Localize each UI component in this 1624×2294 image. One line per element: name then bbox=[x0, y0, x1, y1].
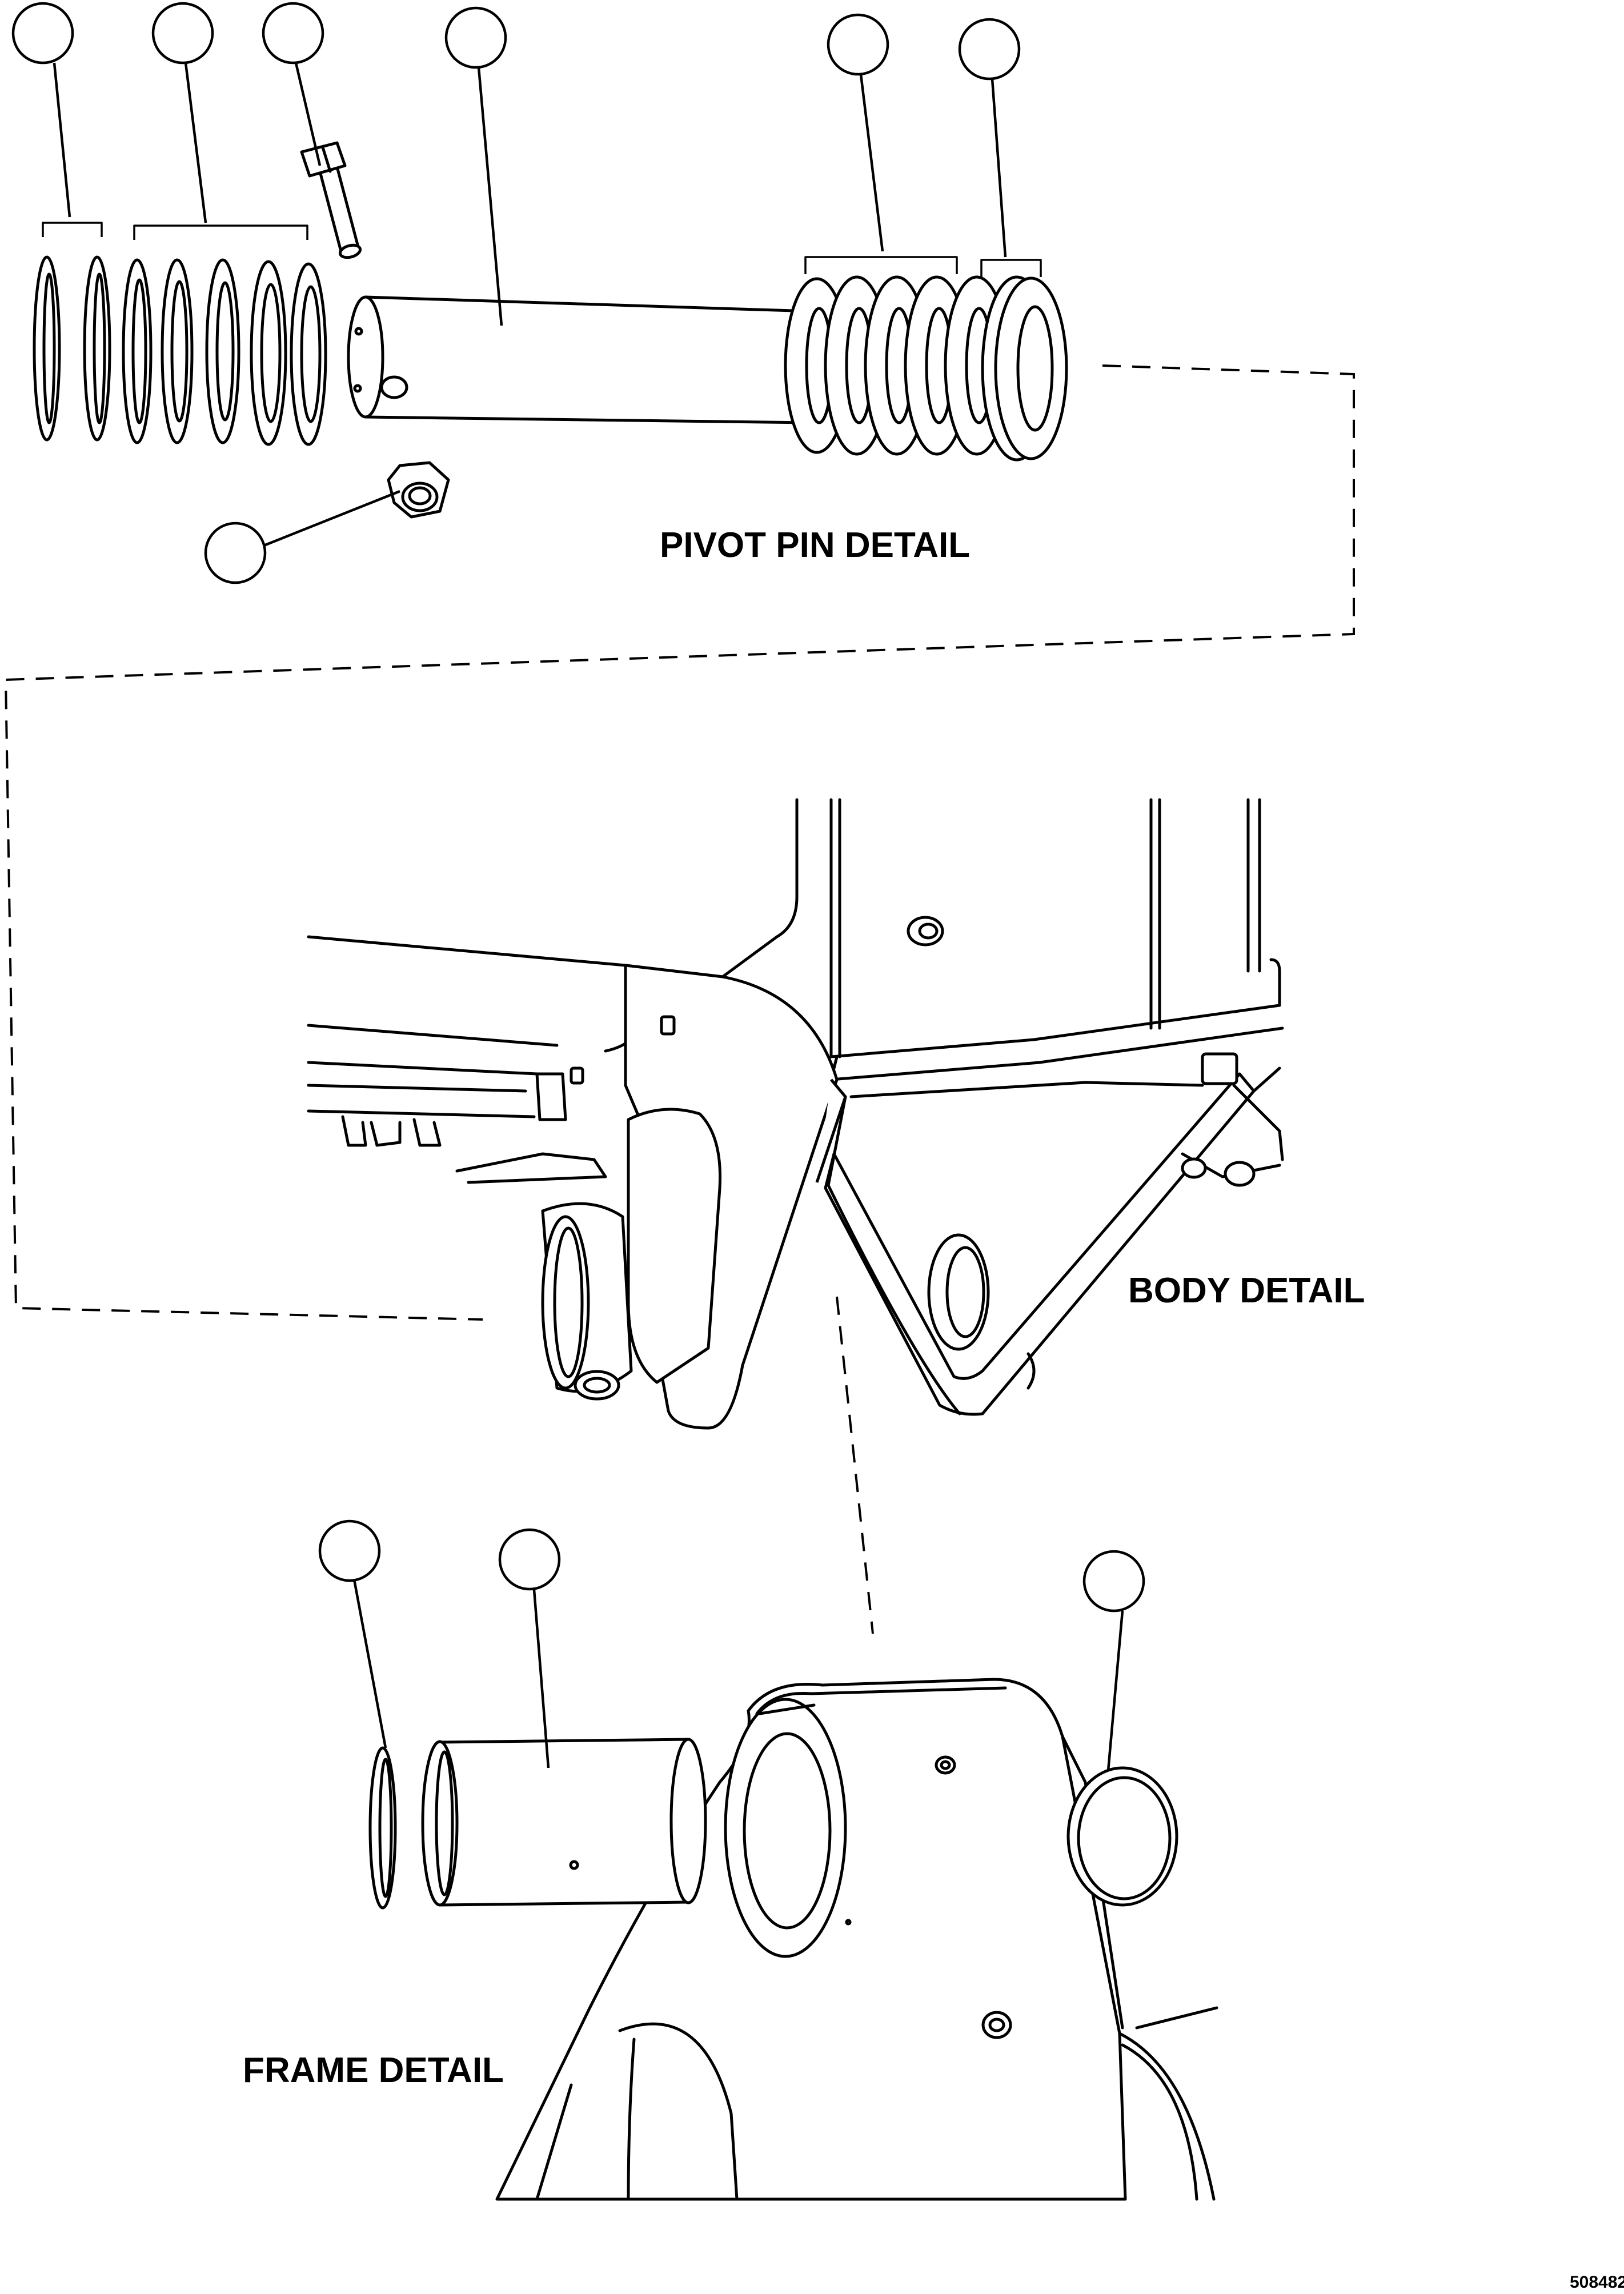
callout-bubble bbox=[318, 1519, 381, 1582]
shim-pair-left bbox=[33, 255, 111, 442]
spacer-stack-right bbox=[784, 275, 1068, 462]
body-detail-label: BODY DETAIL bbox=[1128, 1271, 1365, 1310]
callout-bubble bbox=[827, 13, 889, 76]
frame-detail: FRAME DETAIL bbox=[243, 1519, 1218, 2201]
callout-bubble bbox=[958, 18, 1021, 81]
callouts-top bbox=[11, 2, 1021, 584]
washer-stack-left bbox=[122, 258, 327, 446]
nut bbox=[387, 461, 450, 519]
callout-bubble bbox=[444, 6, 507, 69]
body-detail: BODY DETAIL bbox=[307, 798, 1365, 1430]
pivot-pin bbox=[347, 295, 813, 424]
callout-bubble bbox=[1082, 1550, 1145, 1613]
pivot-pin-detail-label: PIVOT PIN DETAIL bbox=[660, 526, 970, 565]
callout-bubble bbox=[204, 522, 267, 584]
brackets bbox=[42, 222, 1042, 277]
bolt bbox=[300, 141, 362, 259]
callout-bubble bbox=[498, 1528, 561, 1591]
frame-detail-label: FRAME DETAIL bbox=[243, 2051, 504, 2090]
callout-bubble bbox=[151, 2, 214, 65]
callout-bubble bbox=[11, 2, 74, 65]
dashed-connectors bbox=[4, 364, 1355, 1634]
callout-bubble bbox=[262, 2, 324, 65]
pivot-pin-detail: PIVOT PIN DETAIL bbox=[11, 2, 1068, 584]
sheet-number: 508482 bbox=[1570, 2273, 1624, 2292]
